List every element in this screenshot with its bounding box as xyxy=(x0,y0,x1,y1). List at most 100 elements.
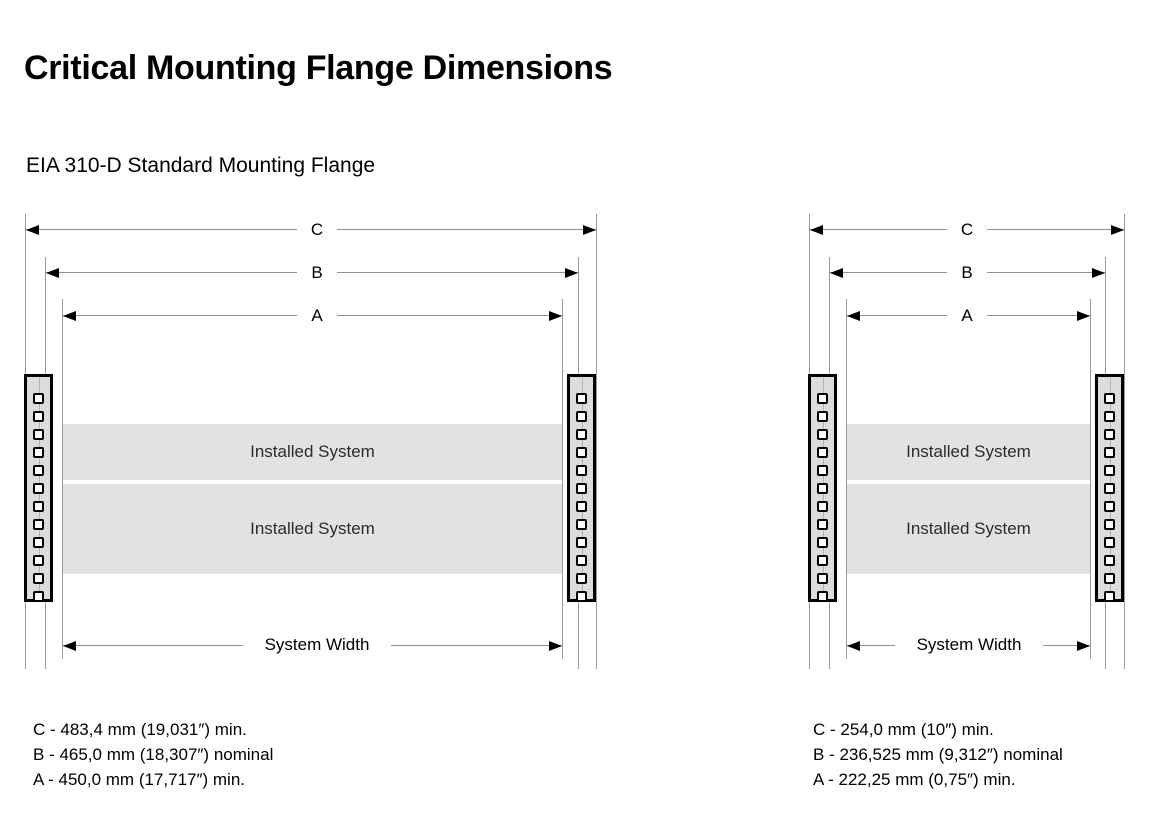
caption-line-a: A - 450,0 mm (17,717″) min. xyxy=(33,770,245,789)
mounting-hole xyxy=(33,573,44,584)
system-width-arrow-right xyxy=(549,641,562,651)
mounting-hole xyxy=(817,483,828,494)
mounting-hole xyxy=(1104,447,1115,458)
mounting-hole xyxy=(817,537,828,548)
installed-system-label: Installed System xyxy=(906,442,1031,461)
mounting-hole xyxy=(576,501,587,512)
dimension-label-b: B xyxy=(947,263,987,283)
system-width-arrow-left xyxy=(63,641,76,651)
dimension-arrow-a-right xyxy=(549,311,562,321)
caption-line-b: B - 236,525 mm (9,312″) nominal xyxy=(813,745,1063,764)
mounting-hole xyxy=(33,447,44,458)
system-width-label: System Width xyxy=(895,635,1043,655)
mounting-hole xyxy=(33,483,44,494)
mounting-hole xyxy=(1104,555,1115,566)
mounting-hole xyxy=(817,573,828,584)
mounting-hole xyxy=(817,555,828,566)
dimension-label-c: C xyxy=(297,220,337,240)
dimension-arrow-a-left xyxy=(63,311,76,321)
mounting-hole xyxy=(33,591,44,602)
installed-system-bar-2: Installed System xyxy=(63,484,562,574)
section-subtitle: EIA 310-D Standard Mounting Flange xyxy=(26,154,376,177)
extension-line-a-left xyxy=(846,299,847,659)
mounting-hole xyxy=(1104,537,1115,548)
mounting-hole xyxy=(1104,411,1115,422)
dimension-arrow-c-right xyxy=(1111,225,1124,235)
mounting-flange-left xyxy=(808,374,837,602)
mounting-hole xyxy=(33,537,44,548)
installed-system-label: Installed System xyxy=(250,519,375,538)
mounting-hole xyxy=(817,411,828,422)
dimension-arrow-c-right xyxy=(583,225,596,235)
dimension-arrow-b-right xyxy=(1092,268,1105,278)
mounting-hole xyxy=(1104,483,1115,494)
mounting-hole xyxy=(33,429,44,440)
extension-line-c-right xyxy=(596,214,597,669)
mounting-hole xyxy=(1104,591,1115,602)
mounting-hole xyxy=(33,465,44,476)
mounting-hole xyxy=(1104,519,1115,530)
system-width-arrow-left xyxy=(847,641,860,651)
mounting-hole xyxy=(817,393,828,404)
caption-line-b: B - 465,0 mm (18,307″) nominal xyxy=(33,745,274,764)
mounting-hole xyxy=(817,465,828,476)
dimension-arrow-b-left xyxy=(46,268,59,278)
mounting-hole xyxy=(817,591,828,602)
mounting-hole xyxy=(1104,393,1115,404)
mounting-hole xyxy=(33,393,44,404)
mounting-hole xyxy=(817,429,828,440)
mounting-hole xyxy=(576,555,587,566)
mounting-hole xyxy=(576,411,587,422)
mounting-hole xyxy=(817,501,828,512)
mounting-hole xyxy=(1104,465,1115,476)
mounting-hole xyxy=(33,411,44,422)
extension-line-a-right xyxy=(562,299,563,659)
extension-line-a-right xyxy=(1090,299,1091,659)
dimension-label-a: A xyxy=(297,306,337,326)
dimension-arrow-b-right xyxy=(565,268,578,278)
system-width-arrow-right xyxy=(1077,641,1090,651)
mounting-hole xyxy=(33,501,44,512)
mounting-flange-right xyxy=(567,374,596,602)
caption-block-left: C - 483,4 mm (19,031″) min. B - 465,0 mm… xyxy=(33,717,273,792)
dimension-arrow-c-left xyxy=(26,225,39,235)
mounting-hole xyxy=(576,573,587,584)
mounting-hole xyxy=(33,519,44,530)
mounting-hole xyxy=(817,447,828,458)
dimension-label-b: B xyxy=(297,263,337,283)
mounting-flange-left xyxy=(24,374,53,602)
mounting-hole xyxy=(576,465,587,476)
installed-system-label: Installed System xyxy=(250,442,375,461)
mounting-flange-right xyxy=(1095,374,1124,602)
dimension-arrow-c-left xyxy=(810,225,823,235)
dimension-arrow-b-left xyxy=(830,268,843,278)
mounting-hole xyxy=(576,393,587,404)
mounting-hole xyxy=(576,447,587,458)
dimension-label-c: C xyxy=(947,220,987,240)
mounting-hole xyxy=(576,483,587,494)
mounting-hole xyxy=(817,519,828,530)
extension-line-a-left xyxy=(62,299,63,659)
caption-line-c: C - 483,4 mm (19,031″) min. xyxy=(33,720,247,739)
mounting-hole xyxy=(576,429,587,440)
caption-line-c: C - 254,0 mm (10″) min. xyxy=(813,720,994,739)
dimension-arrow-a-right xyxy=(1077,311,1090,321)
caption-block-right: C - 254,0 mm (10″) min. B - 236,525 mm (… xyxy=(813,717,1063,792)
dimension-arrow-a-left xyxy=(847,311,860,321)
installed-system-bar-1: Installed System xyxy=(847,424,1090,480)
page-title: Critical Mounting Flange Dimensions xyxy=(24,49,613,87)
installed-system-bar-2: Installed System xyxy=(847,484,1090,574)
dimension-label-a: A xyxy=(947,306,987,326)
mounting-hole xyxy=(576,519,587,530)
mounting-hole xyxy=(33,555,44,566)
mounting-hole xyxy=(1104,429,1115,440)
mounting-hole xyxy=(1104,501,1115,512)
installed-system-bar-1: Installed System xyxy=(63,424,562,480)
extension-line-c-right xyxy=(1124,214,1125,669)
mounting-hole xyxy=(1104,573,1115,584)
installed-system-label: Installed System xyxy=(906,519,1031,538)
mounting-hole xyxy=(576,591,587,602)
system-width-label: System Width xyxy=(243,635,391,655)
